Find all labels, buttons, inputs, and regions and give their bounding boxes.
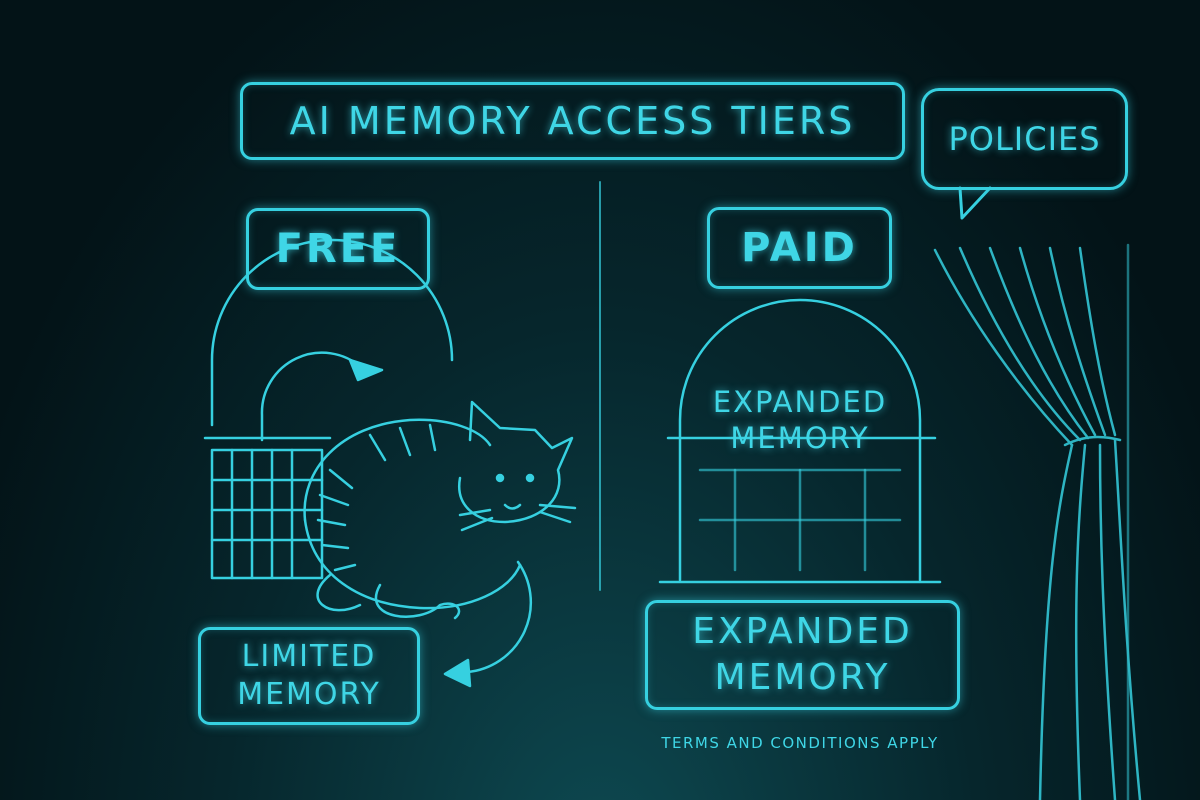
policies-callout[interactable]: POLICIES xyxy=(921,88,1128,190)
limited-memory-line-1: LIMITED xyxy=(241,639,377,674)
door-label-line-1: EXPANDED xyxy=(712,385,888,419)
terms-footnote: TERMS AND CONDITIONS APPLY xyxy=(661,734,939,752)
speech-bubble-tail xyxy=(958,186,992,220)
door-label: EXPANDED MEMORY xyxy=(690,384,910,456)
door-icon xyxy=(658,298,942,584)
paid-tier-text: PAID xyxy=(741,225,858,271)
gate-icon xyxy=(203,238,454,580)
door-label-line-2: MEMORY xyxy=(730,421,870,455)
expanded-memory-box[interactable]: EXPANDED MEMORY xyxy=(645,600,960,710)
limited-memory-box[interactable]: LIMITED MEMORY xyxy=(198,627,420,725)
limited-memory-line-2: MEMORY xyxy=(237,677,381,712)
free-tier-label[interactable]: FREE xyxy=(246,208,430,290)
free-tier-text: FREE xyxy=(275,226,401,272)
expanded-memory-line-1: EXPANDED xyxy=(692,611,913,652)
cat-icon xyxy=(303,400,577,620)
curtain-icon xyxy=(933,243,1142,800)
policies-label: POLICIES xyxy=(948,120,1101,158)
expanded-memory-line-2: MEMORY xyxy=(714,657,891,698)
page-title: AI MEMORY ACCESS TIERS xyxy=(240,82,905,160)
arrow-icon xyxy=(443,560,533,688)
paid-tier-label[interactable]: PAID xyxy=(707,207,892,289)
page-title-text: AI MEMORY ACCESS TIERS xyxy=(289,99,856,143)
